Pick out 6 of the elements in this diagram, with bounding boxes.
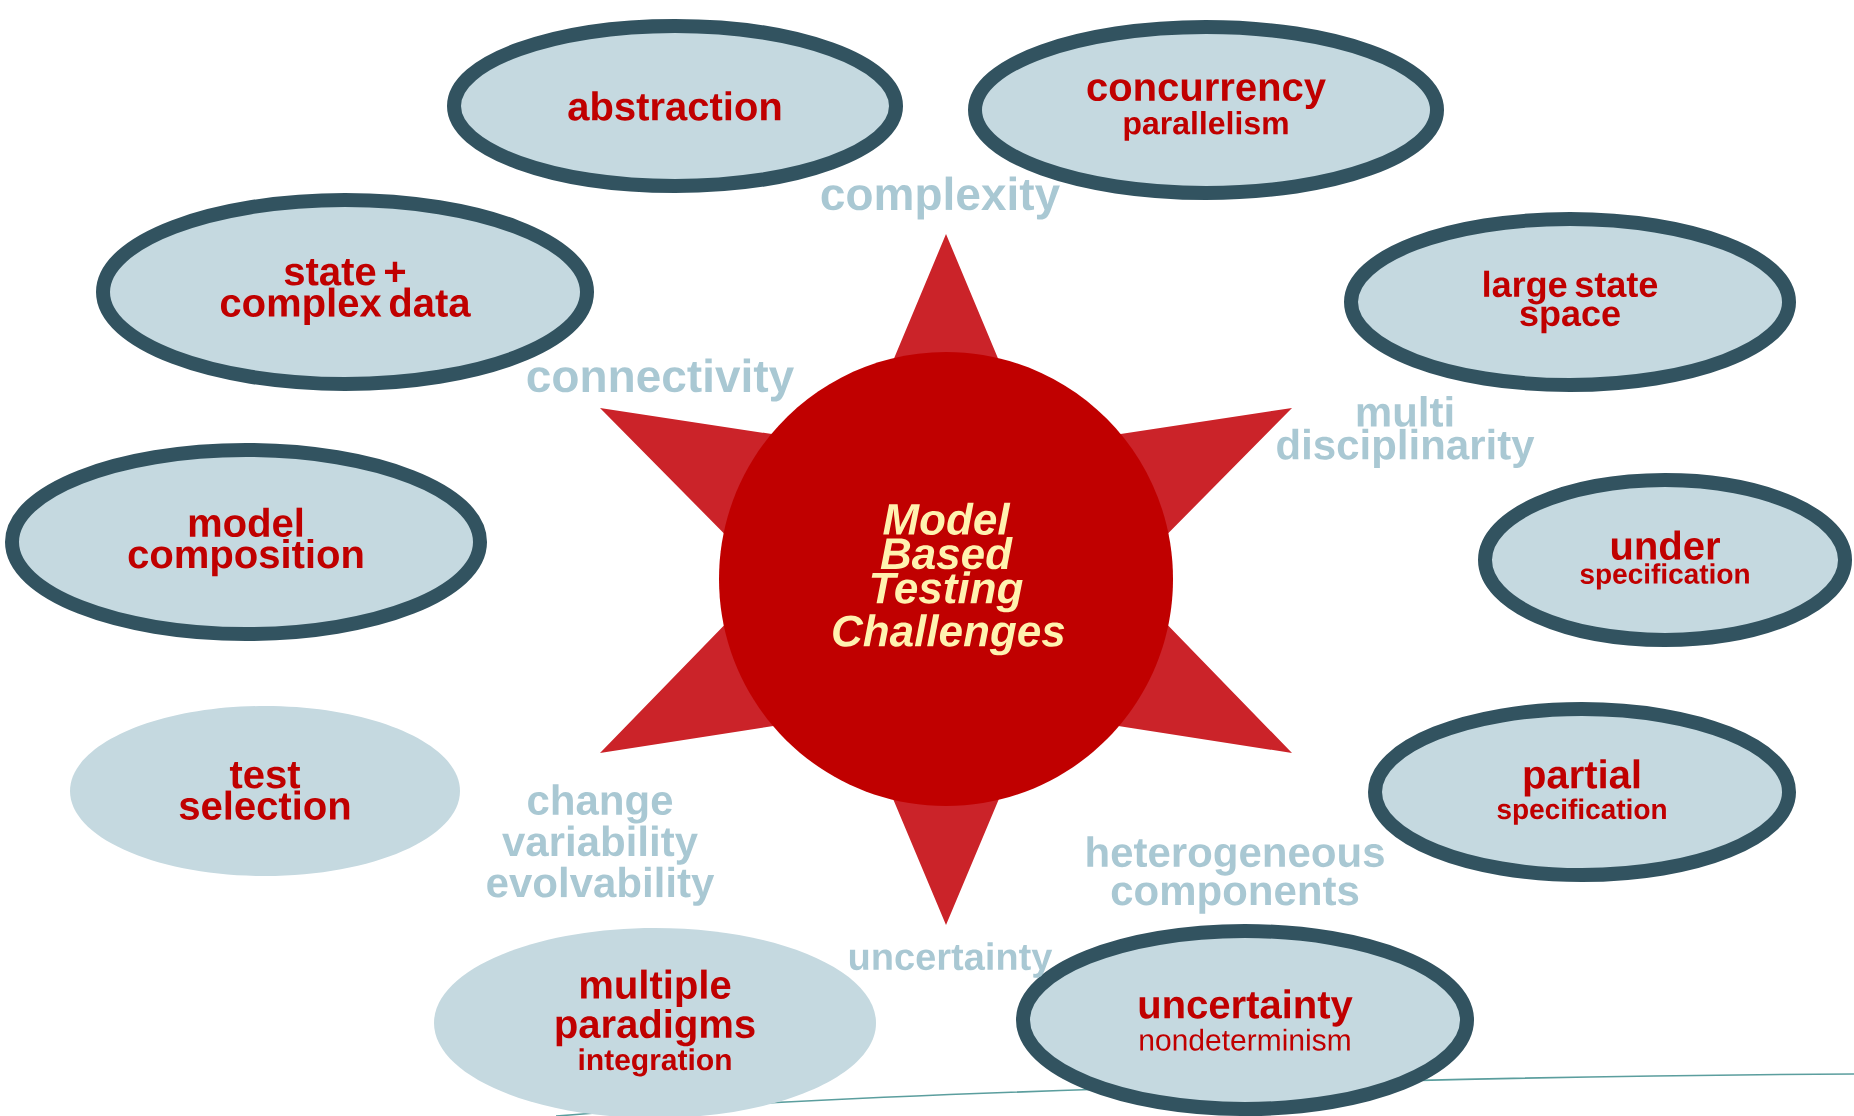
ellipse-node: model composition	[5, 443, 487, 641]
ellipse-node: large state space	[1344, 212, 1796, 392]
faint-label: multi disciplinarity	[1277, 396, 1535, 468]
faint-label: change variability evolvability	[487, 784, 715, 906]
ellipse-node: test selection	[70, 706, 460, 876]
ellipse-node: under specification	[1478, 473, 1852, 647]
